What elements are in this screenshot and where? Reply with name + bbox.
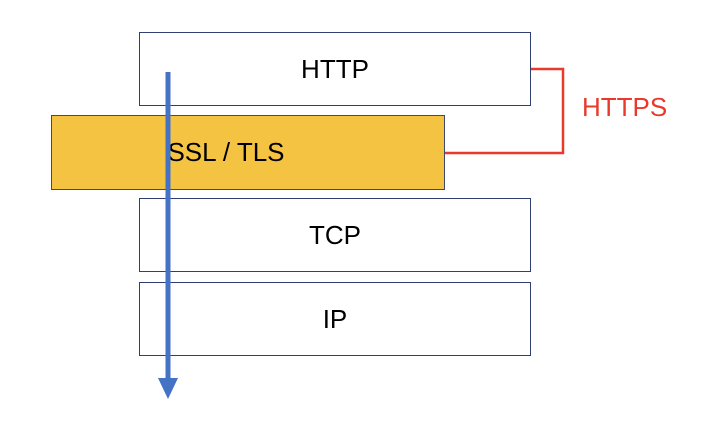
layer-tcp-box: TCP	[139, 198, 531, 272]
layer-ssl-tls-label: SSL / TLS	[167, 137, 285, 167]
layer-http-box: HTTP	[139, 32, 531, 106]
layer-http-label: HTTP	[301, 53, 369, 84]
layer-ip-label: IP	[322, 303, 348, 334]
layer-ip-box: IP	[139, 282, 531, 356]
flow-arrow-head	[158, 378, 178, 399]
layer-ssl-tls-box: SSL / TLS	[51, 115, 445, 190]
layer-tcp-label: TCP	[309, 219, 361, 250]
https-label: HTTPS	[582, 92, 668, 122]
